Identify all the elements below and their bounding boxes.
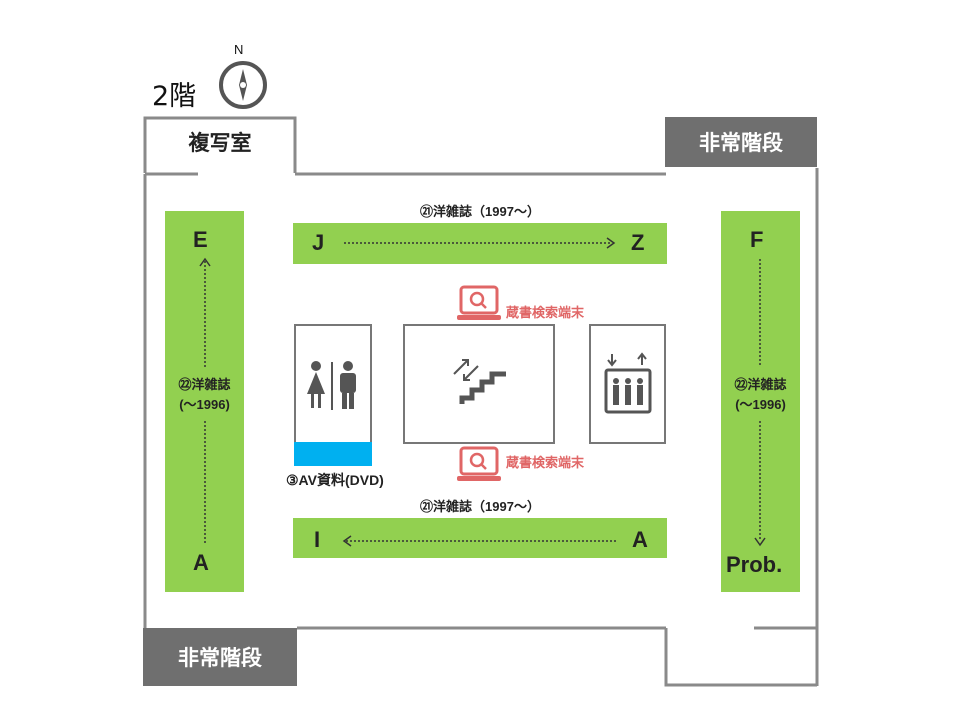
av-label: ③AV資料(DVD) (286, 472, 384, 488)
shelf-top-arrow (344, 237, 616, 249)
compass-north-label: N (234, 42, 244, 57)
search-terminal-icon (457, 446, 501, 481)
shelf-right-label: ㉒洋雑誌 (～1996) (716, 375, 805, 415)
shelf-left-arrow (199, 257, 211, 543)
escalator-area (403, 324, 555, 444)
shelf-left-bottom-letter: A (193, 550, 209, 575)
shelf-bottom-end-letter: A (632, 527, 648, 552)
av-shelf (294, 442, 372, 466)
emergency-stairs-bottom-left: 非常階段 (143, 628, 297, 686)
shelf-left-label-line1: ㉒洋雑誌 (178, 377, 231, 392)
restroom (294, 324, 372, 444)
copy-room: 複写室 (188, 131, 252, 155)
restroom-icon (307, 361, 356, 410)
shelf-top-end-letter: Z (631, 230, 645, 255)
escalator-icon (453, 359, 506, 404)
shelf-right-label-line2: (～1996) (735, 397, 786, 412)
shelf-bottom-title: ㉑洋雑誌（1997～） (420, 499, 540, 514)
search-terminal-upper-label: 蔵書検索端末 (506, 306, 585, 321)
shelf-right-bottom-letter: Prob. (726, 552, 783, 577)
floor-label: 2階 (152, 81, 197, 112)
shelf-left-label: ㉒洋雑誌 (～1996) (160, 375, 249, 415)
shelf-top-title: ㉑洋雑誌（1997～） (420, 204, 540, 219)
shelf-right (721, 211, 800, 592)
shelf-bottom-arrow (342, 535, 616, 547)
emergency-stairs-top-right: 非常階段 (665, 117, 817, 167)
shelf-bottom (293, 518, 667, 558)
elevator-icon (604, 352, 652, 414)
search-terminal-lower-label: 蔵書検索端末 (506, 456, 585, 471)
compass-icon (219, 61, 267, 109)
shelf-left-label-line2: (～1996) (179, 397, 230, 412)
shelf-top-start-letter: J (312, 230, 325, 255)
shelf-left-top-letter: E (193, 227, 208, 252)
search-terminal-icon (457, 285, 501, 320)
shelf-bottom-start-letter: I (314, 527, 321, 552)
shelf-right-arrow (754, 259, 766, 547)
elevator-area (589, 324, 666, 444)
shelf-right-label-line1: ㉒洋雑誌 (734, 377, 787, 392)
shelf-right-top-letter: F (750, 227, 764, 252)
